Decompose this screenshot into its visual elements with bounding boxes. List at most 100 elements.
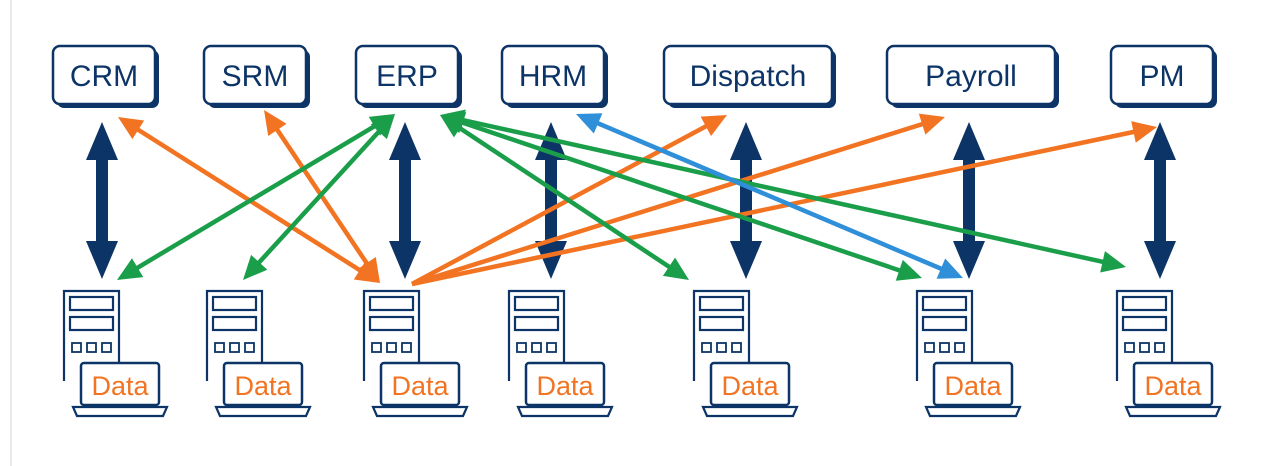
cross-link-orange — [411, 121, 1157, 287]
system-box-srm: SRM — [202, 44, 310, 108]
system-box-frame — [500, 44, 606, 106]
arrow-shaft — [592, 119, 947, 273]
arrowhead — [117, 258, 144, 280]
server-icon — [915, 289, 974, 381]
arrowhead — [953, 122, 985, 160]
left-rule — [10, 0, 12, 466]
server-icon — [1115, 289, 1174, 381]
arrowhead — [86, 241, 118, 279]
arrowhead — [936, 258, 963, 279]
laptop-icon — [371, 361, 469, 418]
arrowhead — [389, 122, 421, 160]
arrowhead — [1100, 251, 1126, 273]
laptop-icon — [214, 361, 312, 418]
system-box-frame — [202, 44, 308, 106]
arrowhead — [730, 241, 762, 279]
cross-link-green — [243, 114, 395, 280]
direct-link-pm — [1144, 122, 1176, 279]
system-box-erp: ERP — [354, 44, 462, 108]
data-label: Data — [91, 371, 149, 401]
cross-link-orange — [411, 113, 945, 287]
cross-link-green — [440, 115, 689, 280]
data-store: Data — [915, 289, 1022, 418]
data-store: Data — [692, 289, 799, 418]
system-box-dispatch: Dispatch — [662, 44, 836, 108]
arrow-shaft — [132, 121, 380, 273]
direct-link-dispatch — [730, 122, 762, 279]
cross-link-green — [117, 114, 395, 280]
arrowhead — [243, 254, 268, 280]
arrowhead — [1144, 122, 1176, 160]
system-label-erp: ERP — [376, 60, 438, 93]
data-stores: Data Data Data Data Data Data Data — [62, 289, 1222, 418]
system-label-hrm: HRM — [519, 60, 587, 93]
data-store: Data — [62, 289, 169, 418]
arrow-shaft — [457, 119, 905, 274]
arrowhead — [1144, 241, 1176, 279]
data-label: Data — [721, 371, 779, 401]
direct-link-payroll — [953, 122, 985, 279]
data-store: Data — [507, 289, 614, 418]
arrowhead — [389, 241, 421, 279]
arrowhead — [535, 241, 567, 279]
data-label: Data — [234, 371, 292, 401]
laptop-icon — [516, 361, 614, 418]
arrowhead — [86, 122, 118, 160]
arrowhead — [700, 115, 727, 137]
server-icon — [362, 289, 421, 381]
arrowhead — [1131, 121, 1157, 143]
server-icon — [62, 289, 121, 381]
arrowhead — [370, 114, 395, 140]
system-label-pm: PM — [1140, 60, 1185, 93]
server-icon — [205, 289, 264, 381]
system-box-frame — [51, 44, 157, 106]
laptop-icon — [71, 361, 169, 418]
arrow-shaft — [458, 116, 1108, 266]
cross-links — [117, 109, 1157, 287]
data-label: Data — [1144, 371, 1202, 401]
arrowhead — [953, 241, 985, 279]
arrowhead — [662, 257, 689, 280]
system-boxes: CRM SRM ERP HRM Dispatch Payroll PM — [51, 44, 1217, 108]
laptop-icon — [1124, 361, 1222, 418]
arrowhead — [440, 109, 466, 131]
system-label-dispatch: Dispatch — [690, 60, 807, 93]
data-store: Data — [1115, 289, 1222, 418]
data-store: Data — [205, 289, 312, 418]
system-box-frame — [354, 44, 460, 106]
arrow-shaft — [411, 120, 927, 287]
system-label-crm: CRM — [70, 60, 138, 93]
arrowhead — [895, 259, 922, 281]
data-label: Data — [391, 371, 449, 401]
system-label-payroll: Payroll — [925, 60, 1017, 93]
data-label: Data — [944, 371, 1002, 401]
system-box-payroll: Payroll — [885, 44, 1059, 108]
cross-link-green — [440, 109, 1126, 273]
arrow-shaft — [454, 123, 675, 272]
direct-link-erp — [389, 122, 421, 279]
laptop-icon — [701, 361, 799, 418]
system-box-frame — [1109, 44, 1215, 106]
arrowhead — [730, 122, 762, 160]
arrow-shaft — [254, 126, 384, 268]
server-icon — [692, 289, 751, 381]
system-label-srm: SRM — [222, 60, 289, 93]
direct-link-crm — [86, 122, 118, 279]
laptop-icon — [924, 361, 1022, 418]
arrowhead — [918, 113, 945, 135]
arrowhead — [357, 256, 380, 283]
system-box-frame — [662, 44, 834, 106]
arrowhead — [118, 117, 145, 140]
system-box-hrm: HRM — [500, 44, 608, 108]
system-box-pm: PM — [1109, 44, 1217, 108]
server-icon — [507, 289, 566, 381]
system-box-crm: CRM — [51, 44, 159, 108]
data-store: Data — [362, 289, 469, 418]
cross-link-blue — [576, 113, 963, 279]
data-label: Data — [536, 371, 594, 401]
arrowhead — [576, 113, 603, 134]
system-box-frame — [885, 44, 1057, 106]
arrow-shaft — [411, 128, 1138, 287]
